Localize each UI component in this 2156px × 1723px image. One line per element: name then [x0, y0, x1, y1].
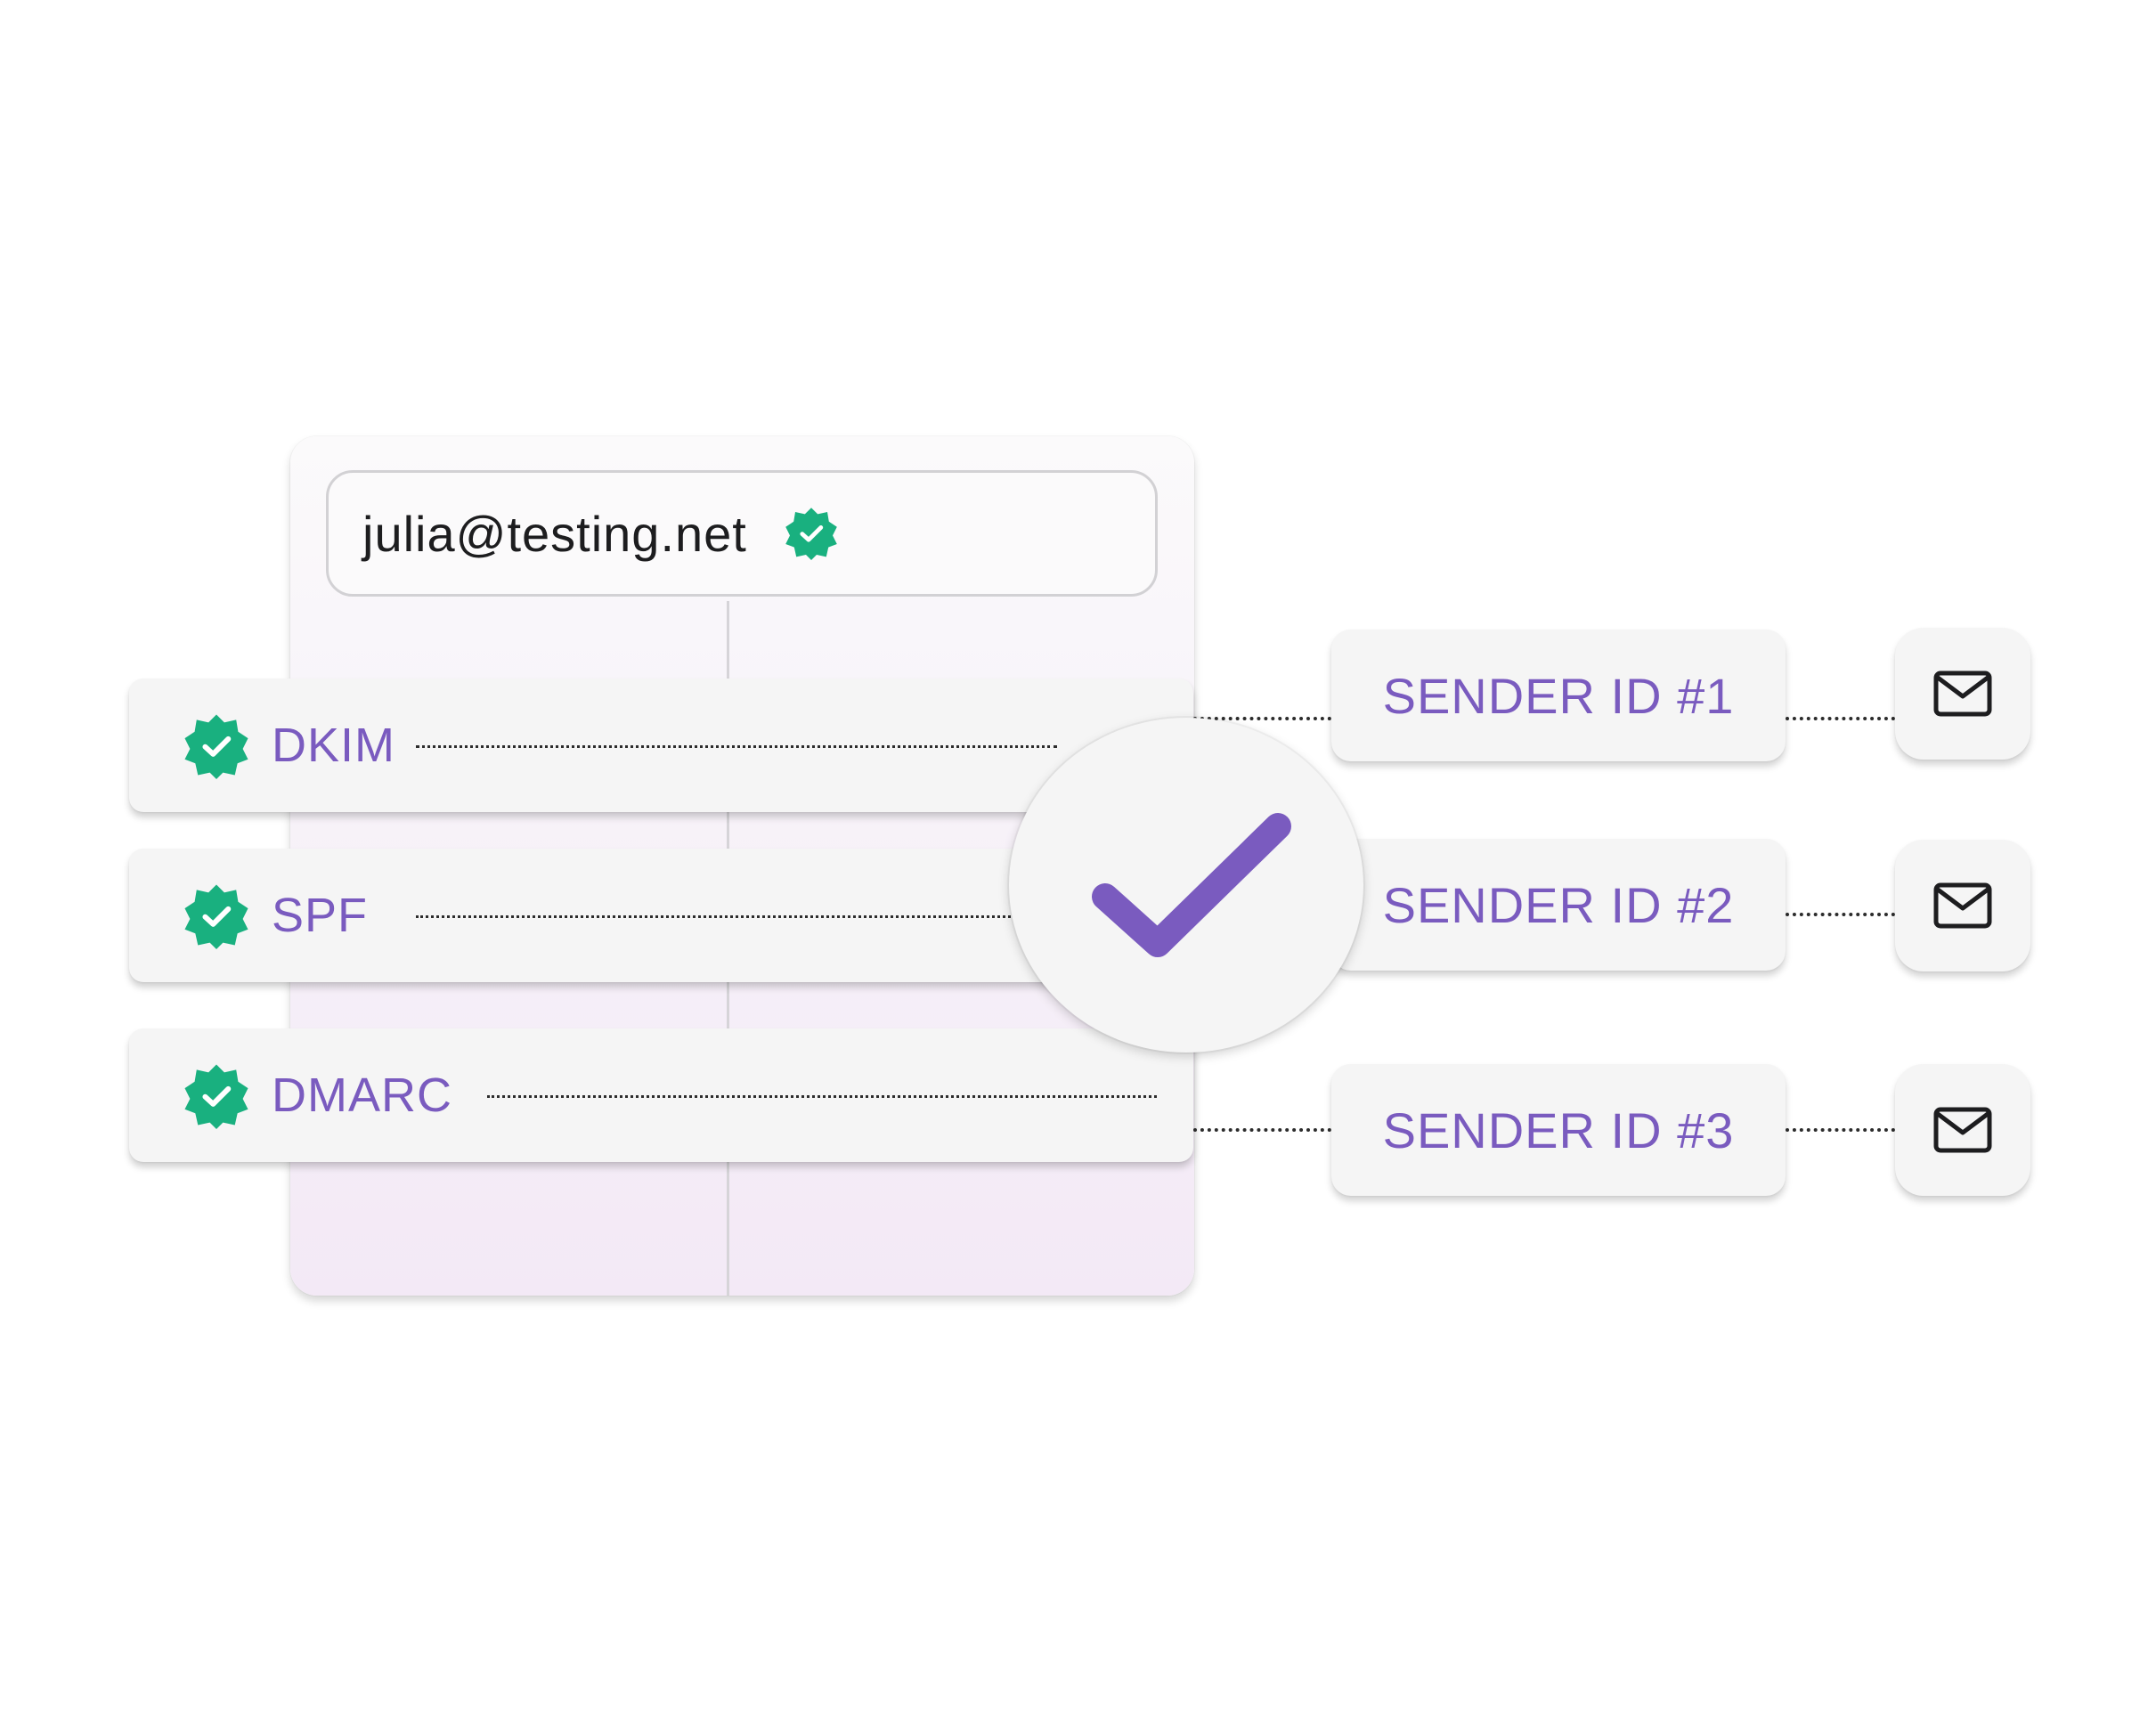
sender-label: SENDER ID #3 — [1382, 1101, 1735, 1158]
connector-line — [1786, 913, 1895, 916]
protocol-row-dmarc: DMARC — [129, 1028, 1193, 1162]
protocol-label: DMARC — [272, 1069, 452, 1122]
verified-badge-icon — [184, 884, 248, 949]
sender-label: SENDER ID #2 — [1382, 876, 1735, 933]
mail-icon — [1933, 671, 1992, 717]
email-field[interactable]: julia@testing.net — [326, 470, 1158, 597]
verification-check — [1009, 718, 1363, 1052]
email-address: julia@testing.net — [362, 505, 747, 562]
mail-button-1[interactable] — [1895, 628, 2030, 760]
sender-id-2[interactable]: SENDER ID #2 — [1331, 839, 1786, 971]
mail-button-3[interactable] — [1895, 1064, 2030, 1196]
sender-id-3[interactable]: SENDER ID #3 — [1331, 1064, 1786, 1196]
verified-badge-icon — [184, 1064, 248, 1129]
connector-line — [1193, 1128, 1331, 1132]
connector-line — [1786, 717, 1895, 720]
sender-label: SENDER ID #1 — [1382, 667, 1735, 724]
dotted-leader — [416, 915, 1021, 918]
mail-button-2[interactable] — [1895, 840, 2030, 971]
sender-id-1[interactable]: SENDER ID #1 — [1331, 630, 1786, 761]
checkmark-icon — [1092, 813, 1291, 957]
dotted-leader — [487, 1095, 1157, 1098]
mail-icon — [1933, 882, 1992, 929]
protocol-row-dkim: DKIM — [129, 679, 1193, 812]
verified-badge-icon — [184, 714, 248, 779]
verified-badge-icon — [785, 508, 837, 560]
mail-icon — [1933, 1107, 1992, 1153]
protocol-label: DKIM — [272, 719, 395, 772]
protocol-label: SPF — [272, 889, 369, 942]
dotted-leader — [416, 745, 1057, 748]
connector-line — [1786, 1128, 1895, 1132]
connector-line — [1193, 717, 1331, 720]
